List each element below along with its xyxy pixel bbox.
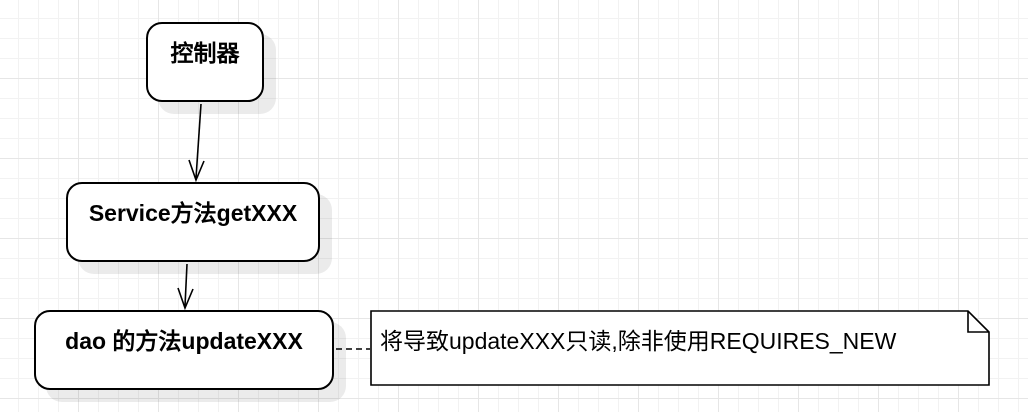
node-dao[interactable]: dao 的方法updateXXX <box>34 310 334 390</box>
node-controller-label: 控制器 <box>170 40 240 66</box>
note-text: 将导致updateXXX只读,除非使用REQUIRES_NEW <box>380 328 897 354</box>
arrowhead-controller-to-service <box>188 159 205 183</box>
note-shape[interactable]: 将导致updateXXX只读,除非使用REQUIRES_NEW <box>370 310 990 386</box>
node-controller[interactable]: 控制器 <box>146 22 264 102</box>
note-outline <box>370 310 990 386</box>
node-service[interactable]: Service方法getXXX <box>66 182 320 262</box>
arrow-controller-to-service <box>195 103 202 179</box>
node-service-label: Service方法getXXX <box>88 200 298 226</box>
arrow-service-to-dao <box>184 263 188 307</box>
node-dao-label: dao 的方法updateXXX <box>65 328 303 354</box>
arrowhead-service-to-dao <box>177 287 194 311</box>
note-folded-corner <box>967 311 989 333</box>
